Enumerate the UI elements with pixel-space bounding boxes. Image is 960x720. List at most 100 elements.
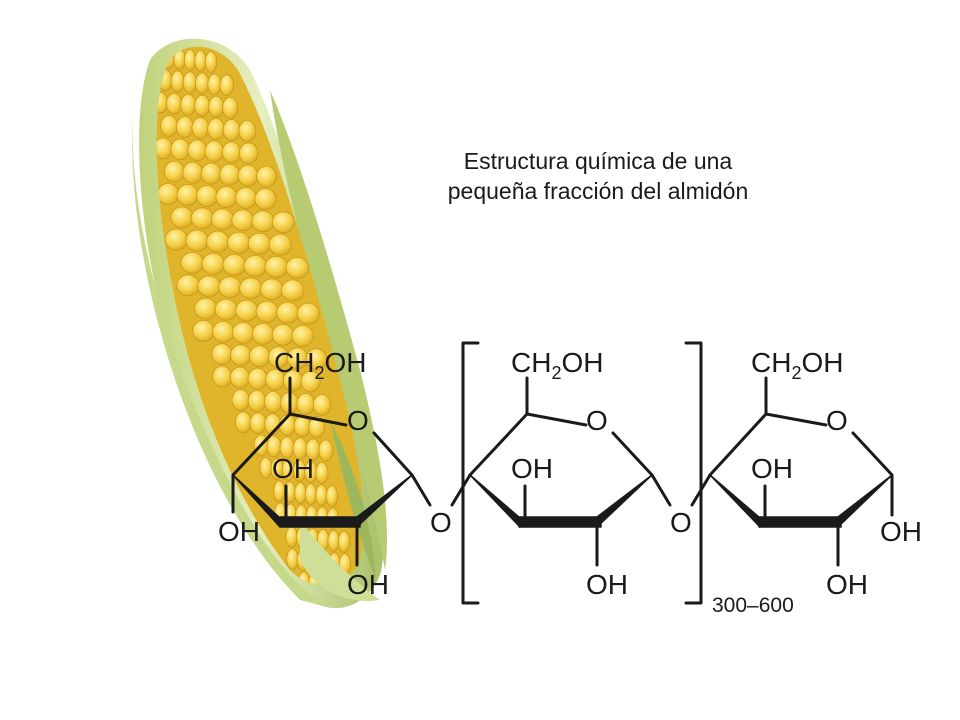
corn-kernel	[164, 228, 189, 251]
corn-kernel	[249, 345, 271, 368]
bracket-left	[461, 341, 480, 605]
corn-kernel	[308, 416, 326, 439]
atom-labels: CH2OH O OH OH OH O CH2OH O OH OH O CH2OH…	[218, 347, 922, 617]
corn-kernel	[276, 301, 300, 324]
ring-oxygen-1: O	[347, 405, 369, 436]
corn-kernel	[285, 525, 298, 548]
corn-kernel	[304, 483, 317, 506]
corn-kernel	[256, 165, 277, 188]
corn-kernel	[238, 142, 259, 165]
corn-kernel	[259, 456, 273, 479]
corn-kernel	[180, 251, 205, 274]
corn-kernel	[176, 274, 200, 297]
corn-kernel	[312, 393, 332, 416]
ch2oh-label-2: CH2OH	[511, 347, 603, 383]
wedge-r1-right	[356, 474, 413, 528]
corn-kernel	[237, 164, 259, 187]
corn-kernel	[175, 116, 194, 138]
glucose-ring-1	[231, 376, 432, 567]
corn-kernel	[215, 186, 238, 208]
corn-kernel	[254, 188, 277, 210]
corn-kernel	[247, 232, 272, 255]
corn-kernel	[294, 482, 307, 505]
wedge-r3-right	[837, 474, 893, 528]
corn-kernel	[183, 49, 197, 71]
corn-kernel	[207, 73, 222, 96]
corn-kernel	[243, 254, 268, 277]
corn-kernel	[212, 365, 233, 388]
corn-kernel	[247, 367, 268, 390]
hydroxyl-label-r2-c3: OH	[511, 453, 553, 484]
corn-kernel	[260, 278, 284, 301]
wedge-r2-right	[596, 474, 653, 528]
corn-kernel	[212, 320, 235, 343]
diagram-title: Estructura química de una pequeña fracci…	[400, 146, 796, 206]
glucose-ring-2	[468, 376, 672, 567]
corn-kernel	[234, 411, 252, 434]
corn-kernel	[222, 253, 247, 276]
hydroxyl-label-r1-c2: OH	[347, 569, 389, 600]
wedge-bonds	[232, 474, 893, 528]
bridge-oxygen-2: O	[670, 507, 692, 538]
heavy-bond-r2	[518, 516, 602, 528]
corn-kernel	[264, 255, 289, 278]
ring-oxygen-3: O	[826, 405, 848, 436]
corn-kernel	[291, 324, 314, 347]
corn-kernel	[238, 120, 257, 142]
corn-kernel	[296, 392, 315, 415]
corn-kernel	[255, 300, 279, 323]
corn-kernel	[180, 93, 197, 116]
repeat-count-label: 300–600	[712, 594, 794, 617]
bracket-right	[684, 341, 703, 605]
corn-kernel	[206, 230, 230, 253]
corn-kernel	[230, 344, 252, 367]
corn-kernel	[281, 279, 305, 302]
corn-kernel	[318, 439, 334, 462]
glycosidic-bond-1	[450, 473, 472, 507]
corn-kernel	[222, 119, 241, 141]
corn-kernel	[185, 229, 209, 252]
corn-kernel	[207, 118, 226, 140]
heavy-bond-r1	[279, 516, 361, 528]
corn-kernel	[325, 485, 338, 508]
corn-kernel	[190, 207, 214, 230]
corn-kernel	[176, 184, 199, 206]
corn-kernel	[200, 162, 222, 185]
corn-kernel	[195, 72, 210, 95]
corn-kernel	[305, 348, 327, 371]
corn-kernel	[182, 161, 204, 184]
diagram-title-line-2: pequeña fracción del almidón	[447, 178, 749, 204]
hydroxyl-label-r3-c2: OH	[826, 569, 868, 600]
corn-kernel	[251, 210, 275, 233]
starch-structure	[231, 341, 894, 605]
corn-kernel	[315, 461, 329, 484]
corn-kernel	[192, 319, 215, 342]
corn-kernel	[222, 96, 239, 119]
corn-kernel	[271, 323, 295, 346]
hydroxyl-label-r1-c3: OH	[272, 453, 314, 484]
corn-kernel	[160, 115, 179, 137]
corn-kernel	[219, 74, 234, 97]
corn-kernel	[166, 92, 183, 115]
corn-kernel	[208, 95, 225, 118]
ring-oxygen-2: O	[586, 405, 608, 436]
corn-kernel	[211, 343, 233, 366]
corn-kernel	[196, 185, 219, 207]
corn-kernel	[226, 231, 251, 254]
corn-kernel	[231, 388, 250, 411]
corn-kernel	[296, 302, 320, 325]
corn-kernel	[219, 163, 241, 186]
hydroxyl-label-r3-c3: OH	[751, 453, 793, 484]
bridge-oxygen-1: O	[430, 507, 452, 538]
diagram-title-line-1: Estructura química de una	[463, 148, 733, 174]
corn-kernel	[231, 209, 255, 232]
corn-kernel	[234, 187, 257, 209]
corn-kernel	[286, 548, 299, 571]
corn-kernel	[264, 390, 283, 413]
corn-kernel	[187, 139, 207, 162]
corn-kernel	[170, 206, 194, 229]
corn-kernel	[170, 138, 190, 161]
corn-kernel	[268, 233, 293, 256]
corn-kernel	[249, 412, 267, 435]
